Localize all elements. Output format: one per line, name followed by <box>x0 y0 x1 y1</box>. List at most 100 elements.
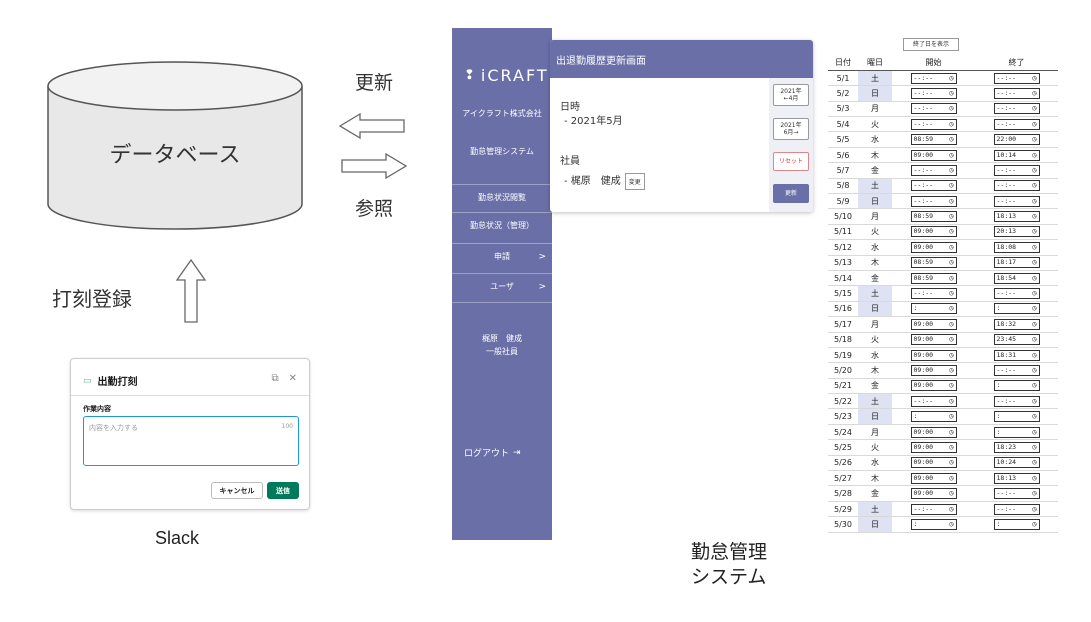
start-time-input[interactable]: 09:00 <box>910 365 957 376</box>
end-time-cell: 23:45 <box>975 332 1058 348</box>
reference-label: 参照 <box>355 198 394 220</box>
end-time-input[interactable]: 18:54 <box>993 272 1040 284</box>
date-cell: 5/29 <box>828 501 858 518</box>
end-time-input[interactable]: 18:31 <box>993 349 1040 361</box>
system-caption-line2: システム <box>691 566 767 588</box>
sidebar-item-request[interactable]: 申請 > <box>452 243 552 269</box>
start-time-cell: : <box>892 301 975 318</box>
logout-button[interactable]: ログアウト ⇥ <box>464 446 521 460</box>
end-time-input[interactable]: 18:13 <box>993 472 1040 484</box>
system-name: 勤怠管理システム <box>470 147 534 156</box>
start-time-input[interactable]: 09:00 <box>910 472 957 484</box>
end-time-input[interactable]: --:-- <box>993 87 1040 99</box>
update-button[interactable]: 更新 <box>773 184 809 203</box>
start-time-input[interactable]: --:-- <box>910 164 957 176</box>
start-time-input[interactable]: 09:00 <box>910 441 957 453</box>
end-time-input[interactable]: : <box>993 426 1040 438</box>
start-time-input[interactable]: --:-- <box>910 72 957 84</box>
end-time-input[interactable]: 18:13 <box>993 211 1040 223</box>
start-time-input[interactable]: 09:00 <box>910 318 957 330</box>
start-time-cell: 09:00 <box>892 316 975 333</box>
start-time-cell: 09:00 <box>892 239 975 256</box>
start-time-input[interactable]: --:-- <box>910 103 957 115</box>
end-time-input[interactable]: 18:17 <box>993 257 1040 269</box>
end-time-input[interactable]: --:-- <box>993 195 1040 207</box>
end-time-input[interactable]: : <box>993 303 1040 315</box>
start-time-input[interactable]: 08:59 <box>910 257 957 269</box>
end-time-cell: 22:00 <box>975 131 1058 148</box>
start-time-input[interactable]: : <box>910 411 957 423</box>
sidebar-item-user[interactable]: ユーザ > <box>452 273 552 299</box>
prev-month-button[interactable]: 2021年 ←4月 <box>773 84 809 106</box>
reset-button[interactable]: リセット <box>773 152 809 171</box>
change-employee-button[interactable]: 変更 <box>624 173 645 190</box>
end-time-input[interactable]: 23:45 <box>993 334 1040 346</box>
end-time-input[interactable]: --:-- <box>993 103 1040 115</box>
end-time-input[interactable]: : <box>993 518 1040 530</box>
start-time-input[interactable]: : <box>910 518 957 530</box>
end-time-input[interactable]: --:-- <box>993 365 1040 376</box>
start-time-input[interactable]: 09:00 <box>910 457 957 469</box>
end-time-input[interactable]: --:-- <box>993 503 1040 515</box>
start-time-input[interactable]: 09:00 <box>910 488 957 500</box>
start-time-input[interactable]: 09:00 <box>910 349 957 361</box>
start-time-input[interactable]: --:-- <box>910 195 957 207</box>
update-panel: 出退勤履歴更新画面 日時 - 2021年5月 社員 - 梶原 健成変更 2021… <box>550 40 813 212</box>
sidebar-item-attendance-view[interactable]: 勤怠状況閲覧 <box>452 184 552 210</box>
end-time-input[interactable]: --:-- <box>993 288 1040 300</box>
weekday-cell: 水 <box>858 131 892 148</box>
end-time-input[interactable]: 22:00 <box>993 134 1040 146</box>
work-content-input[interactable]: 内容を入力する 100 <box>83 416 299 466</box>
table-row: 5/5水 08:59 22:00 <box>828 131 1058 148</box>
end-time-input[interactable]: --:-- <box>993 395 1040 407</box>
start-time-input[interactable]: 09:00 <box>910 334 957 346</box>
start-time-input[interactable]: 09:00 <box>910 380 957 392</box>
end-time-input[interactable]: --:-- <box>993 72 1040 84</box>
start-time-cell: --:-- <box>892 178 975 195</box>
date-cell: 5/20 <box>828 362 858 379</box>
date-cell: 5/23 <box>828 408 858 425</box>
start-time-input[interactable]: 08:59 <box>910 211 957 223</box>
end-time-input[interactable]: 18:23 <box>993 441 1040 453</box>
end-time-input[interactable]: 18:08 <box>993 241 1040 253</box>
date-cell: 5/14 <box>828 270 858 287</box>
start-time-input[interactable]: --:-- <box>910 87 957 99</box>
end-time-input[interactable]: 20:13 <box>993 226 1040 238</box>
end-time-input[interactable]: : <box>993 411 1040 423</box>
start-time-input[interactable]: 09:00 <box>910 149 957 161</box>
start-time-cell: 09:00 <box>892 439 975 456</box>
end-time-input[interactable]: --:-- <box>993 488 1040 500</box>
start-time-input[interactable]: 09:00 <box>910 426 957 438</box>
close-icon[interactable]: ✕ <box>288 373 297 384</box>
end-time-input[interactable]: 10:14 <box>993 149 1040 161</box>
external-link-icon[interactable]: ⧉ <box>271 373 279 384</box>
end-time-input[interactable]: --:-- <box>993 180 1040 192</box>
end-time-input[interactable]: 18:32 <box>993 318 1040 330</box>
end-time-input[interactable]: --:-- <box>993 118 1040 130</box>
start-time-input[interactable]: : <box>910 303 957 315</box>
start-time-input[interactable]: --:-- <box>910 395 957 407</box>
start-time-input[interactable]: --:-- <box>910 180 957 192</box>
start-time-input[interactable]: --:-- <box>910 288 957 300</box>
end-time-cell: --:-- <box>975 162 1058 179</box>
end-time-input[interactable]: : <box>993 380 1040 392</box>
show-end-date-button[interactable]: 終了日を表示 <box>903 38 959 51</box>
weekday-cell: 木 <box>858 255 892 271</box>
cancel-button[interactable]: キャンセル <box>211 482 263 499</box>
end-time-input[interactable]: --:-- <box>993 164 1040 176</box>
date-cell: 5/5 <box>828 131 858 148</box>
start-time-cell: 09:00 <box>892 332 975 348</box>
submit-button[interactable]: 送信 <box>267 482 299 499</box>
start-time-input[interactable]: --:-- <box>910 503 957 515</box>
start-time-input[interactable]: 09:00 <box>910 241 957 253</box>
sidebar-item-attendance-admin[interactable]: 勤怠状況（管理） <box>452 212 552 238</box>
table-row: 5/15土--:----:-- <box>828 285 1058 302</box>
next-month-button[interactable]: 2021年 6月→ <box>773 118 809 140</box>
start-time-input[interactable]: 08:59 <box>910 272 957 284</box>
start-time-input[interactable]: 08:59 <box>910 134 957 146</box>
start-time-input[interactable]: 09:00 <box>910 226 957 238</box>
end-time-input[interactable]: 10:24 <box>993 457 1040 469</box>
start-time-input[interactable]: --:-- <box>910 118 957 130</box>
